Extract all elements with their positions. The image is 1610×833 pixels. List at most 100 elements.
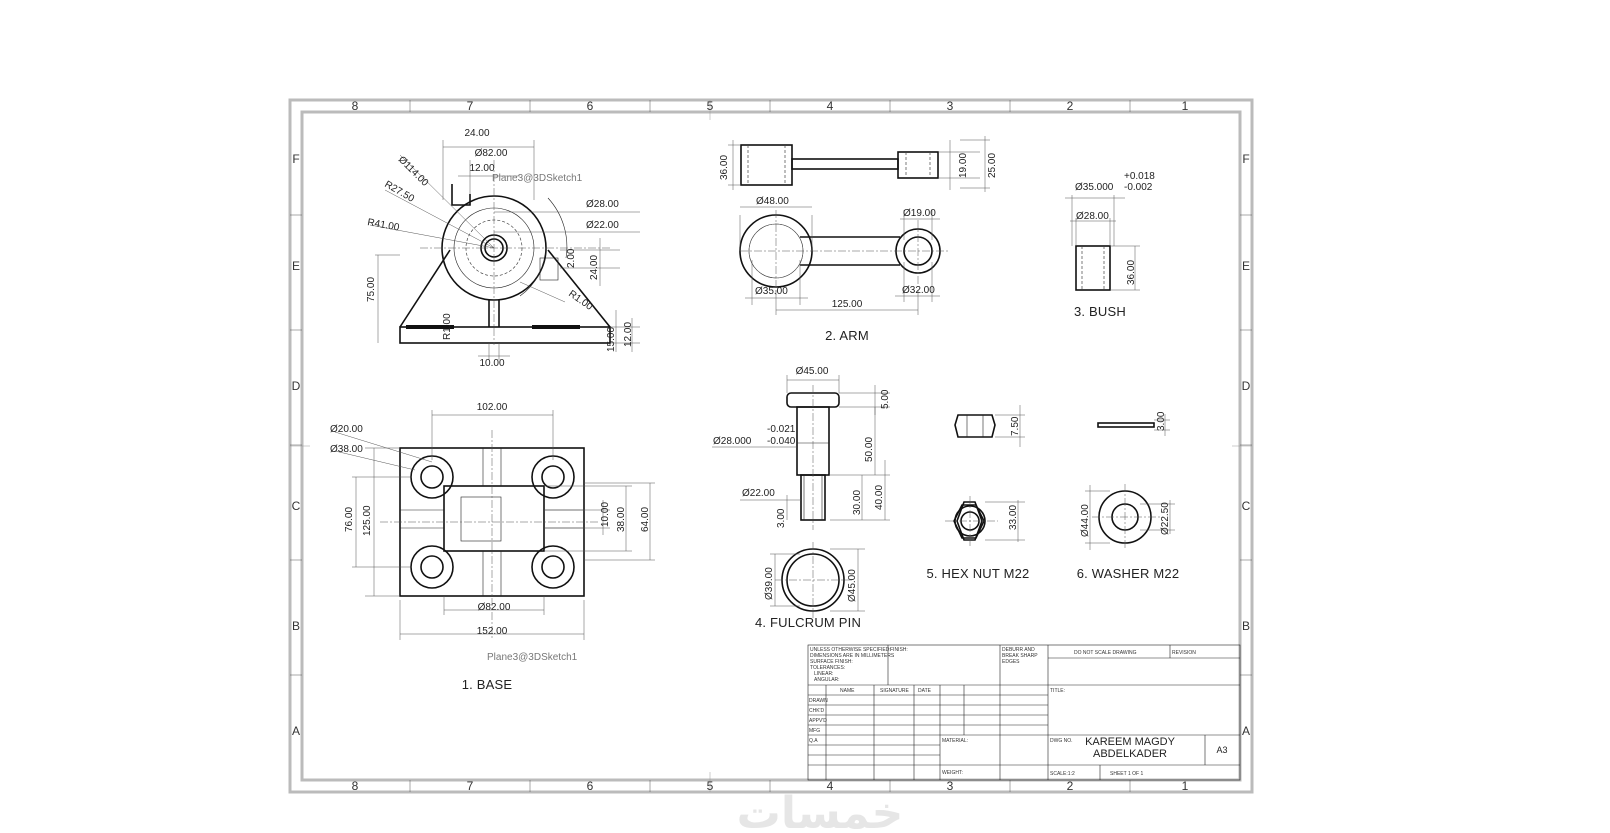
- tb-revision: REVISION: [1172, 650, 1196, 656]
- bush-dims: Ø35.000 +0.018 -0.002 Ø28.00 36.00 3. BU…: [1074, 171, 1155, 319]
- dim-bush-dia28: Ø28.00: [1076, 211, 1109, 222]
- dim-pin-40: 40.00: [874, 485, 885, 510]
- pin-dims: Ø45.00 5.00 -0.021 Ø28.000 -0.040 50.00 …: [713, 366, 891, 630]
- dim-bush-36: 36.00: [1126, 260, 1137, 285]
- dim-arm-dia32: Ø32.00: [902, 285, 935, 296]
- tb-drawing-title-line1: KAREEM MAGDY: [1085, 736, 1176, 748]
- tb-drawing-title-line2: ABDELKADER: [1093, 748, 1167, 760]
- dim-base-r1a: R1.00: [442, 313, 453, 340]
- dim-nut-7-5: 7.50: [1010, 416, 1021, 436]
- tb-deburr-1: BREAK SHARP: [1002, 653, 1038, 659]
- zone-top-6: 6: [587, 99, 594, 113]
- base-plan-dims: 102.00 Ø20.00 Ø38.00 76.00 125.00 10.00 …: [330, 402, 651, 692]
- dim-base-dia28: Ø28.00: [586, 199, 619, 210]
- tb-note-4: LINEAR:: [814, 671, 833, 677]
- dim-pin-tol-lower: -0.040: [767, 436, 796, 447]
- zone-top-8: 8: [352, 99, 359, 113]
- dim-arm-36: 36.00: [719, 155, 730, 180]
- zone-bottom-8: 8: [352, 779, 359, 793]
- tb-header-date: DATE: [918, 688, 932, 694]
- tb-role-appvd: APPV'D: [809, 718, 827, 724]
- tb-material: MATERIAL:: [942, 738, 968, 744]
- zone-right-D: D: [1242, 379, 1251, 393]
- dim-pin-dia45b: Ø45.00: [847, 569, 858, 602]
- dim-washer-3: 3.00: [1156, 411, 1167, 431]
- dim-pin-5: 5.00: [880, 389, 891, 409]
- tb-title-label: TITLE:: [1050, 688, 1065, 694]
- zone-bottom-3: 3: [947, 779, 954, 793]
- sheet-frame: [288, 98, 1254, 794]
- dim-washer-dia22-5: Ø22.50: [1160, 502, 1171, 535]
- caption-pin: 4. FULCRUM PIN: [755, 615, 861, 630]
- dim-pin-dia22: Ø22.00: [742, 488, 775, 499]
- zone-right-F: F: [1242, 152, 1249, 166]
- tb-do-not-scale: DO NOT SCALE DRAWING: [1074, 650, 1137, 656]
- dim-base-15: 15.00: [606, 327, 617, 352]
- zone-labels-left: F E D C B A: [292, 152, 301, 738]
- tb-scale: SCALE:1:2: [1050, 771, 1075, 777]
- base-front-view: [369, 140, 640, 360]
- arm-dims: 36.00 19.00 25.00 Ø48.00 Ø19.00 Ø35.00 1…: [719, 153, 998, 343]
- arm-views: [728, 136, 990, 315]
- sketch-label-plan: Plane3@3DSketch1: [487, 652, 578, 663]
- caption-bush: 3. BUSH: [1074, 304, 1126, 319]
- dim-base-dia114: Ø114.00: [396, 154, 431, 189]
- dim-base-12: 12.00: [469, 163, 494, 174]
- tb-deburr-2: EDGES: [1002, 659, 1020, 665]
- dim-plan-38: 38.00: [616, 507, 627, 532]
- dim-base-r27: R27.50: [383, 179, 417, 205]
- watermark-logo: خمسات: [737, 788, 904, 833]
- zone-right-E: E: [1242, 259, 1250, 273]
- dim-base-24b: 24.00: [589, 255, 600, 280]
- dim-arm-25: 25.00: [987, 153, 998, 178]
- hexnut-dims: 7.50 33.00 5. HEX NUT M22: [927, 416, 1030, 581]
- dim-base-dia82: Ø82.00: [475, 148, 508, 159]
- dim-arm-19: 19.00: [958, 153, 969, 178]
- dim-base-r1b: R1.00: [566, 288, 595, 313]
- washer-view: [1085, 414, 1175, 550]
- dim-base-24: 24.00: [464, 128, 489, 139]
- sketch-label-top: Plane3@3DSketch1: [492, 173, 583, 184]
- zone-top-2: 2: [1067, 99, 1074, 113]
- dim-nut-33: 33.00: [1008, 505, 1019, 530]
- dim-arm-dia48: Ø48.00: [756, 196, 789, 207]
- zone-labels-right: F E D C B A: [1242, 152, 1251, 738]
- zone-left-D: D: [292, 379, 301, 393]
- zone-bottom-4: 4: [827, 779, 834, 793]
- dim-base-12b: 12.00: [623, 322, 634, 347]
- dim-base-10: 10.00: [479, 358, 504, 369]
- dim-pin-3: 3.00: [776, 508, 787, 528]
- dim-pin-50: 50.00: [864, 437, 875, 462]
- tb-header-signature: SIGNATURE: [880, 688, 909, 694]
- tb-deburr-0: DEBURR AND: [1002, 647, 1035, 653]
- zone-right-C: C: [1242, 499, 1251, 513]
- title-block: UNLESS OTHERWISE SPECIFIED: DIMENSIONS A…: [807, 644, 1241, 781]
- dim-base-75: 75.00: [366, 277, 377, 302]
- tb-note-3: TOLERANCES:: [810, 665, 845, 671]
- tb-note-2: SURFACE FINISH:: [810, 659, 853, 665]
- dim-plan-10: 10.00: [600, 502, 611, 527]
- hexnut-view: [945, 405, 1025, 546]
- tb-role-qa: Q.A: [809, 738, 818, 744]
- dim-plan-125: 125.00: [362, 505, 373, 536]
- zone-top-3: 3: [947, 99, 954, 113]
- zone-left-B: B: [292, 619, 300, 633]
- zone-right-A: A: [1242, 724, 1250, 738]
- dim-arm-dia19: Ø19.00: [903, 208, 936, 219]
- dim-plan-102: 102.00: [477, 402, 508, 413]
- dim-bush-tol-lower: -0.002: [1124, 182, 1153, 193]
- caption-base: 1. BASE: [462, 677, 513, 692]
- base-front-dims: 24.00 Ø82.00 12.00 Ø114.00 R27.50 R41.00…: [366, 128, 634, 369]
- zone-bottom-2: 2: [1067, 779, 1074, 793]
- tb-role-drawn: DRAWN: [809, 698, 828, 704]
- tb-note-0: UNLESS OTHERWISE SPECIFIED:: [810, 647, 891, 653]
- tb-note-5: ANGULAR:: [814, 677, 840, 683]
- dim-bush-dia35: Ø35.000: [1075, 182, 1114, 193]
- dim-base-dia22: Ø22.00: [586, 220, 619, 231]
- tb-sheet-no: SHEET 1 OF 1: [1110, 771, 1143, 777]
- base-plan-view: [334, 410, 655, 640]
- zone-labels-top: 8 7 6 5 4 3 2 1: [352, 99, 1189, 113]
- tb-note-1: DIMENSIONS ARE IN MILLIMETERS: [810, 653, 895, 659]
- dim-plan-dia82: Ø82.00: [478, 602, 511, 613]
